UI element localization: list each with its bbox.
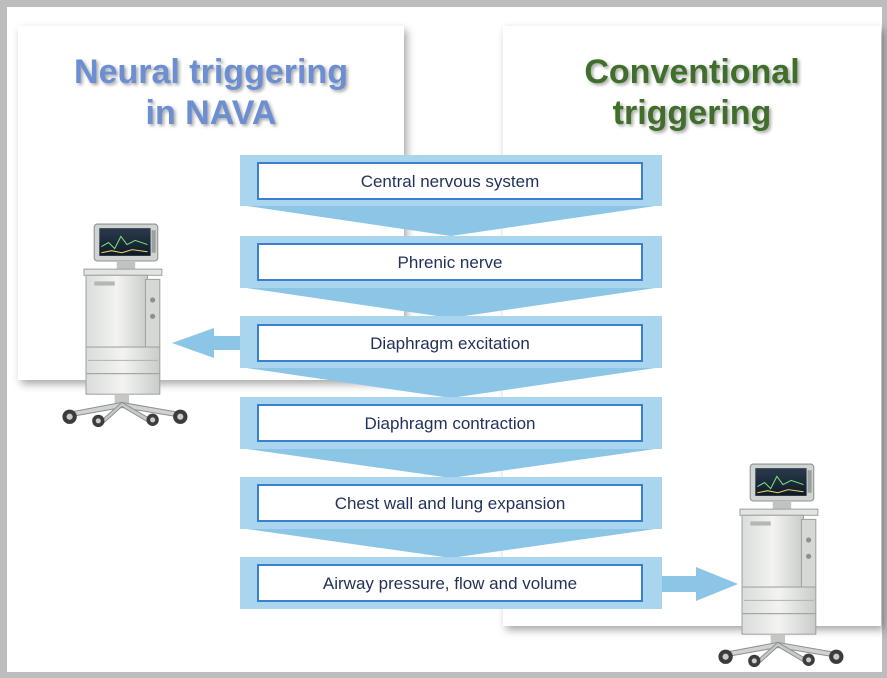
step-label-2: Phrenic nerve [398,253,503,272]
down-arrow-1 [240,205,662,236]
conventional-trigger-arrow [662,567,738,601]
down-arrow-5 [240,528,662,558]
step-label-3: Diaphragm excitation [370,334,530,353]
step-label-5: Chest wall and lung expansion [335,494,566,513]
step-box-5: Chest wall and lung expansion [240,477,662,529]
conventional-triggering-title: Conventional triggering [510,52,874,134]
conventional-title-line2: triggering [612,94,772,132]
ventilator-machine-icon [717,463,845,667]
step-box-1: Central nervous system [240,155,662,206]
neural-title-line1: Neural triggering [74,53,348,91]
step-box-4: Diaphragm contraction [240,397,662,449]
down-arrow-3 [240,367,662,398]
step-label-4: Diaphragm contraction [364,414,535,433]
down-arrow-2 [240,287,662,318]
ventilator-machine-icon [61,223,189,427]
step-label-1: Central nervous system [361,172,540,191]
neural-trigger-arrow [172,328,240,358]
down-arrow-4 [240,448,662,478]
step-box-2: Phrenic nerve [240,236,662,288]
conventional-title-line1: Conventional [584,53,800,91]
flow-arrows [240,205,662,558]
neural-triggering-title: Neural triggering in NAVA [22,52,400,134]
step-label-6: Airway pressure, flow and volume [323,574,577,593]
step-box-6: Airway pressure, flow and volume [240,557,662,609]
step-box-3: Diaphragm excitation [240,316,662,368]
neural-title-line2: in NAVA [145,94,277,132]
